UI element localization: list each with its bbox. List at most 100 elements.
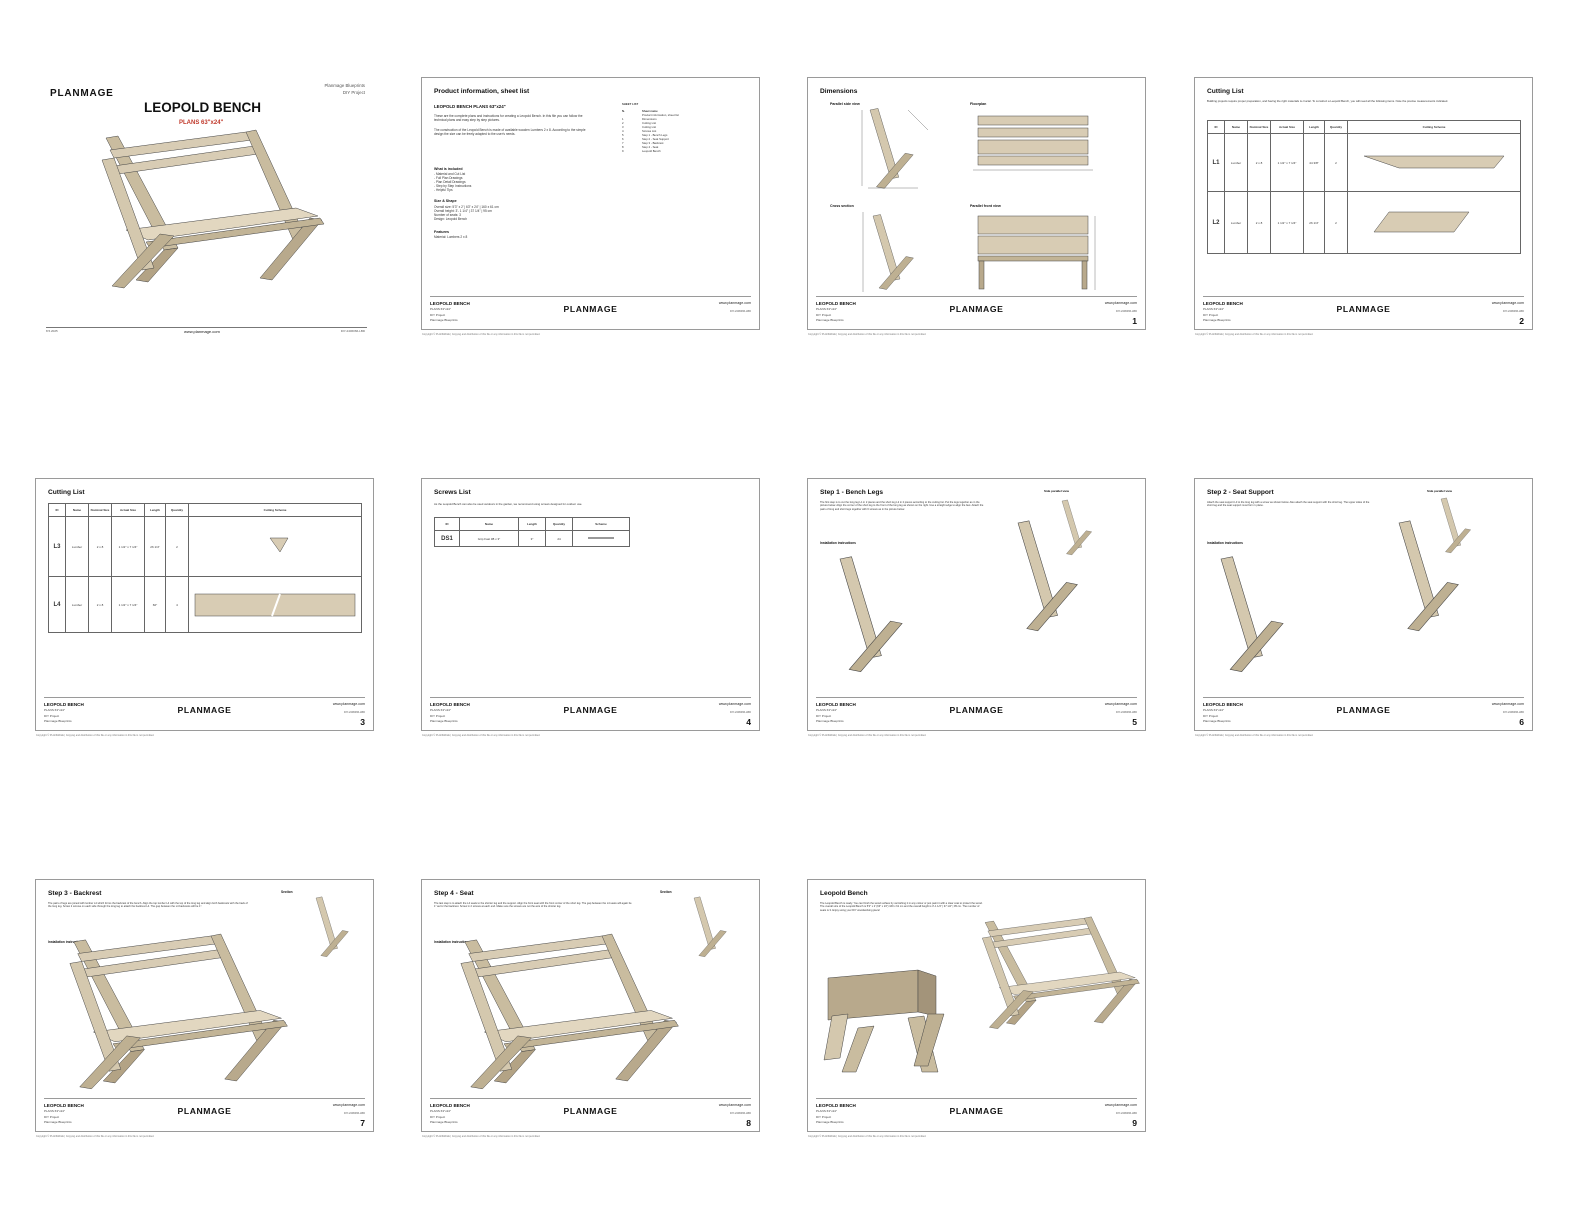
footer-title: LEOPOLD BENCH	[1203, 702, 1243, 707]
sheet-final: Leopold Bench The Leopold Bench is ready…	[807, 879, 1146, 1138]
sheet-number: 9	[1132, 1118, 1137, 1128]
footer-brand: Planmage Blueprints	[816, 318, 844, 322]
footer-plans: PLANS 63"x24"	[430, 708, 451, 712]
sheet-screws-list: Screws List As the Leopold Bench can als…	[421, 478, 760, 737]
sheet-list-title: SHEET LIST	[622, 102, 639, 106]
footer-diy: DIY Project	[430, 1115, 446, 1119]
included-2: - Plan Detail Drawings	[434, 180, 466, 184]
size-2: Number of seats: 3	[434, 213, 461, 217]
footer-website[interactable]: www.planmage.com	[718, 1103, 751, 1107]
sheet-footer: LEOPOLD BENCH PLANS 63"x24" DIY Project …	[422, 697, 759, 730]
cover-code: DIY-2406066-LBD	[340, 329, 365, 333]
size-0: Overall size: 5'3" x 2' | 63" x 24" | 16…	[434, 205, 499, 209]
footer-website[interactable]: www.planmage.com	[718, 301, 751, 305]
footer-website[interactable]: www.planmage.com	[1104, 702, 1137, 706]
footer-code: DIY-2406066-LBD	[1503, 711, 1524, 714]
footer-website[interactable]: www.planmage.com	[1491, 702, 1524, 706]
footer-website[interactable]: www.planmage.com	[1104, 1103, 1137, 1107]
included-4: - Helpful Tips	[434, 188, 453, 192]
table-row: L1 Lumber 2 x 8 1 1/2" x 7 1/4" 44 3/8" …	[1207, 133, 1521, 192]
screw-scheme	[572, 530, 630, 547]
cutting-scheme-l3	[188, 516, 362, 577]
sheet-title: Step 2 - Seat Support	[1207, 489, 1274, 496]
table-row: L3 Lumber 2 x 8 1 1/2" x 7 1/4" 26 1/4" …	[48, 516, 362, 577]
step3-text: The pairs of legs are joined with lumber…	[48, 902, 248, 909]
features-title: Features	[434, 230, 449, 234]
footer-title: LEOPOLD BENCH	[44, 702, 84, 707]
footer-rule	[44, 697, 365, 698]
table-header-row: ID Name Nominal Size Actual Size Length …	[1207, 120, 1521, 134]
sheet-title: Cutting List	[48, 489, 85, 496]
floorplan-drawing	[973, 115, 1093, 171]
sheet-number: 5	[1132, 717, 1137, 727]
footer-diy: DIY Project	[44, 1115, 60, 1119]
step1-text: The first step is to cut the long leg L1…	[820, 501, 984, 511]
footer-diy: DIY Project	[44, 714, 60, 718]
footer-website[interactable]: www.planmage.com	[1491, 301, 1524, 305]
step4-section-drawing	[693, 896, 727, 957]
footer-website[interactable]: www.planmage.com	[718, 702, 751, 706]
planmage-logo: PLANMAGE	[949, 705, 1004, 715]
footer-website[interactable]: www.planmage.com	[332, 702, 365, 706]
footer-rule	[430, 1098, 751, 1099]
footer-title: LEOPOLD BENCH	[816, 301, 856, 306]
footer-plans: PLANS 63"x24"	[816, 1109, 837, 1113]
planmage-logo: PLANMAGE	[563, 705, 618, 715]
sheet-step-4: Step 4 - Seat The last step is to attach…	[421, 879, 760, 1138]
install-label: Installation instructions	[820, 541, 856, 545]
cross-section-drawing	[862, 212, 914, 292]
planmage-logo: PLANMAGE	[1336, 304, 1391, 314]
footer-code: DIY-2406066-LBD	[730, 1112, 751, 1115]
section-label: Section	[281, 890, 293, 894]
cover-subtitle: PLANS 63"x24"	[179, 120, 224, 126]
table-header-row: ID Name Length Quantity Scheme	[434, 517, 630, 531]
sheet-title: Step 4 - Seat	[434, 890, 474, 897]
copyright-note: Copyright © PLANMAGE | Copying and distr…	[36, 734, 155, 737]
sheet-cutting-list-2: Cutting List ID Name Nominal Size Actual…	[35, 478, 374, 737]
footer-rule	[430, 697, 751, 698]
copyright-note: Copyright © PLANMAGE | Copying and distr…	[422, 1135, 541, 1138]
copyright-note: Copyright © PLANMAGE | Copying and distr…	[422, 734, 541, 737]
planmage-logo: PLANMAGE	[177, 1106, 232, 1116]
sheet-footer: LEOPOLD BENCH PLANS 63"x24" DIY Project …	[422, 296, 759, 329]
footer-title: LEOPOLD BENCH	[816, 1103, 856, 1108]
footer-plans: PLANS 63"x24"	[430, 307, 451, 311]
footer-rule	[44, 1098, 365, 1099]
footer-rule	[816, 697, 1137, 698]
footer-title: LEOPOLD BENCH	[430, 702, 470, 707]
footer-code: DIY-2406066-LBD	[344, 1112, 365, 1115]
cover-website[interactable]: www.planmage.com	[184, 329, 220, 334]
cutting-intro: Building projects require proper prepara…	[1207, 99, 1449, 103]
sheet-step-2: Step 2 - Seat Support Attach the seat su…	[1194, 478, 1533, 737]
screws-intro: As the Leopold Bench can also be used ou…	[434, 502, 583, 506]
sheet-title: Step 1 - Bench Legs	[820, 489, 884, 496]
install-label: Installation instructions	[434, 940, 470, 944]
copyright-note: Copyright © PLANMAGE | Copying and distr…	[422, 333, 541, 336]
footer-brand: Planmage Blueprints	[44, 1120, 72, 1124]
sheet-title: Leopold Bench	[820, 890, 868, 897]
footer-website[interactable]: www.planmage.com	[1104, 301, 1137, 305]
sheet-list: SHEET LIST N.Sheet name Product informat…	[622, 102, 732, 153]
planmage-logo: PLANMAGE	[1336, 705, 1391, 715]
install-label: Installation instructions	[1207, 541, 1243, 545]
sheet-number: 8	[746, 1118, 751, 1128]
brand-name: Planmage Blueprints	[324, 83, 365, 88]
step1-side-drawing	[1061, 499, 1092, 556]
sheet-footer: LEOPOLD BENCH PLANS 63"x24" DIY Project …	[1195, 296, 1532, 329]
install-label: Installation instructions	[48, 940, 84, 944]
sheet-footer: LEOPOLD BENCH PLANS 63"x24" DIY Project …	[808, 1098, 1145, 1131]
sheet-product-info: Product information, sheet list LEOPOLD …	[421, 77, 760, 336]
sheet-title: Step 3 - Backrest	[48, 890, 102, 897]
footer-website[interactable]: www.planmage.com	[332, 1103, 365, 1107]
table-row: L2 Lumber 2 x 8 1 1/2" x 7 1/4" 26 1/4" …	[1207, 191, 1521, 254]
screws-table: ID Name Length Quantity Scheme DS1 Grip …	[434, 517, 630, 547]
footer-diy: DIY Project	[1203, 714, 1219, 718]
sheet-list-header: N.Sheet name	[622, 109, 658, 113]
footer-code: DIY-2406066-LBD	[730, 310, 751, 313]
sheet-step-1: Step 1 - Bench Legs The first step is to…	[807, 478, 1146, 737]
section-label: Section	[660, 890, 672, 894]
